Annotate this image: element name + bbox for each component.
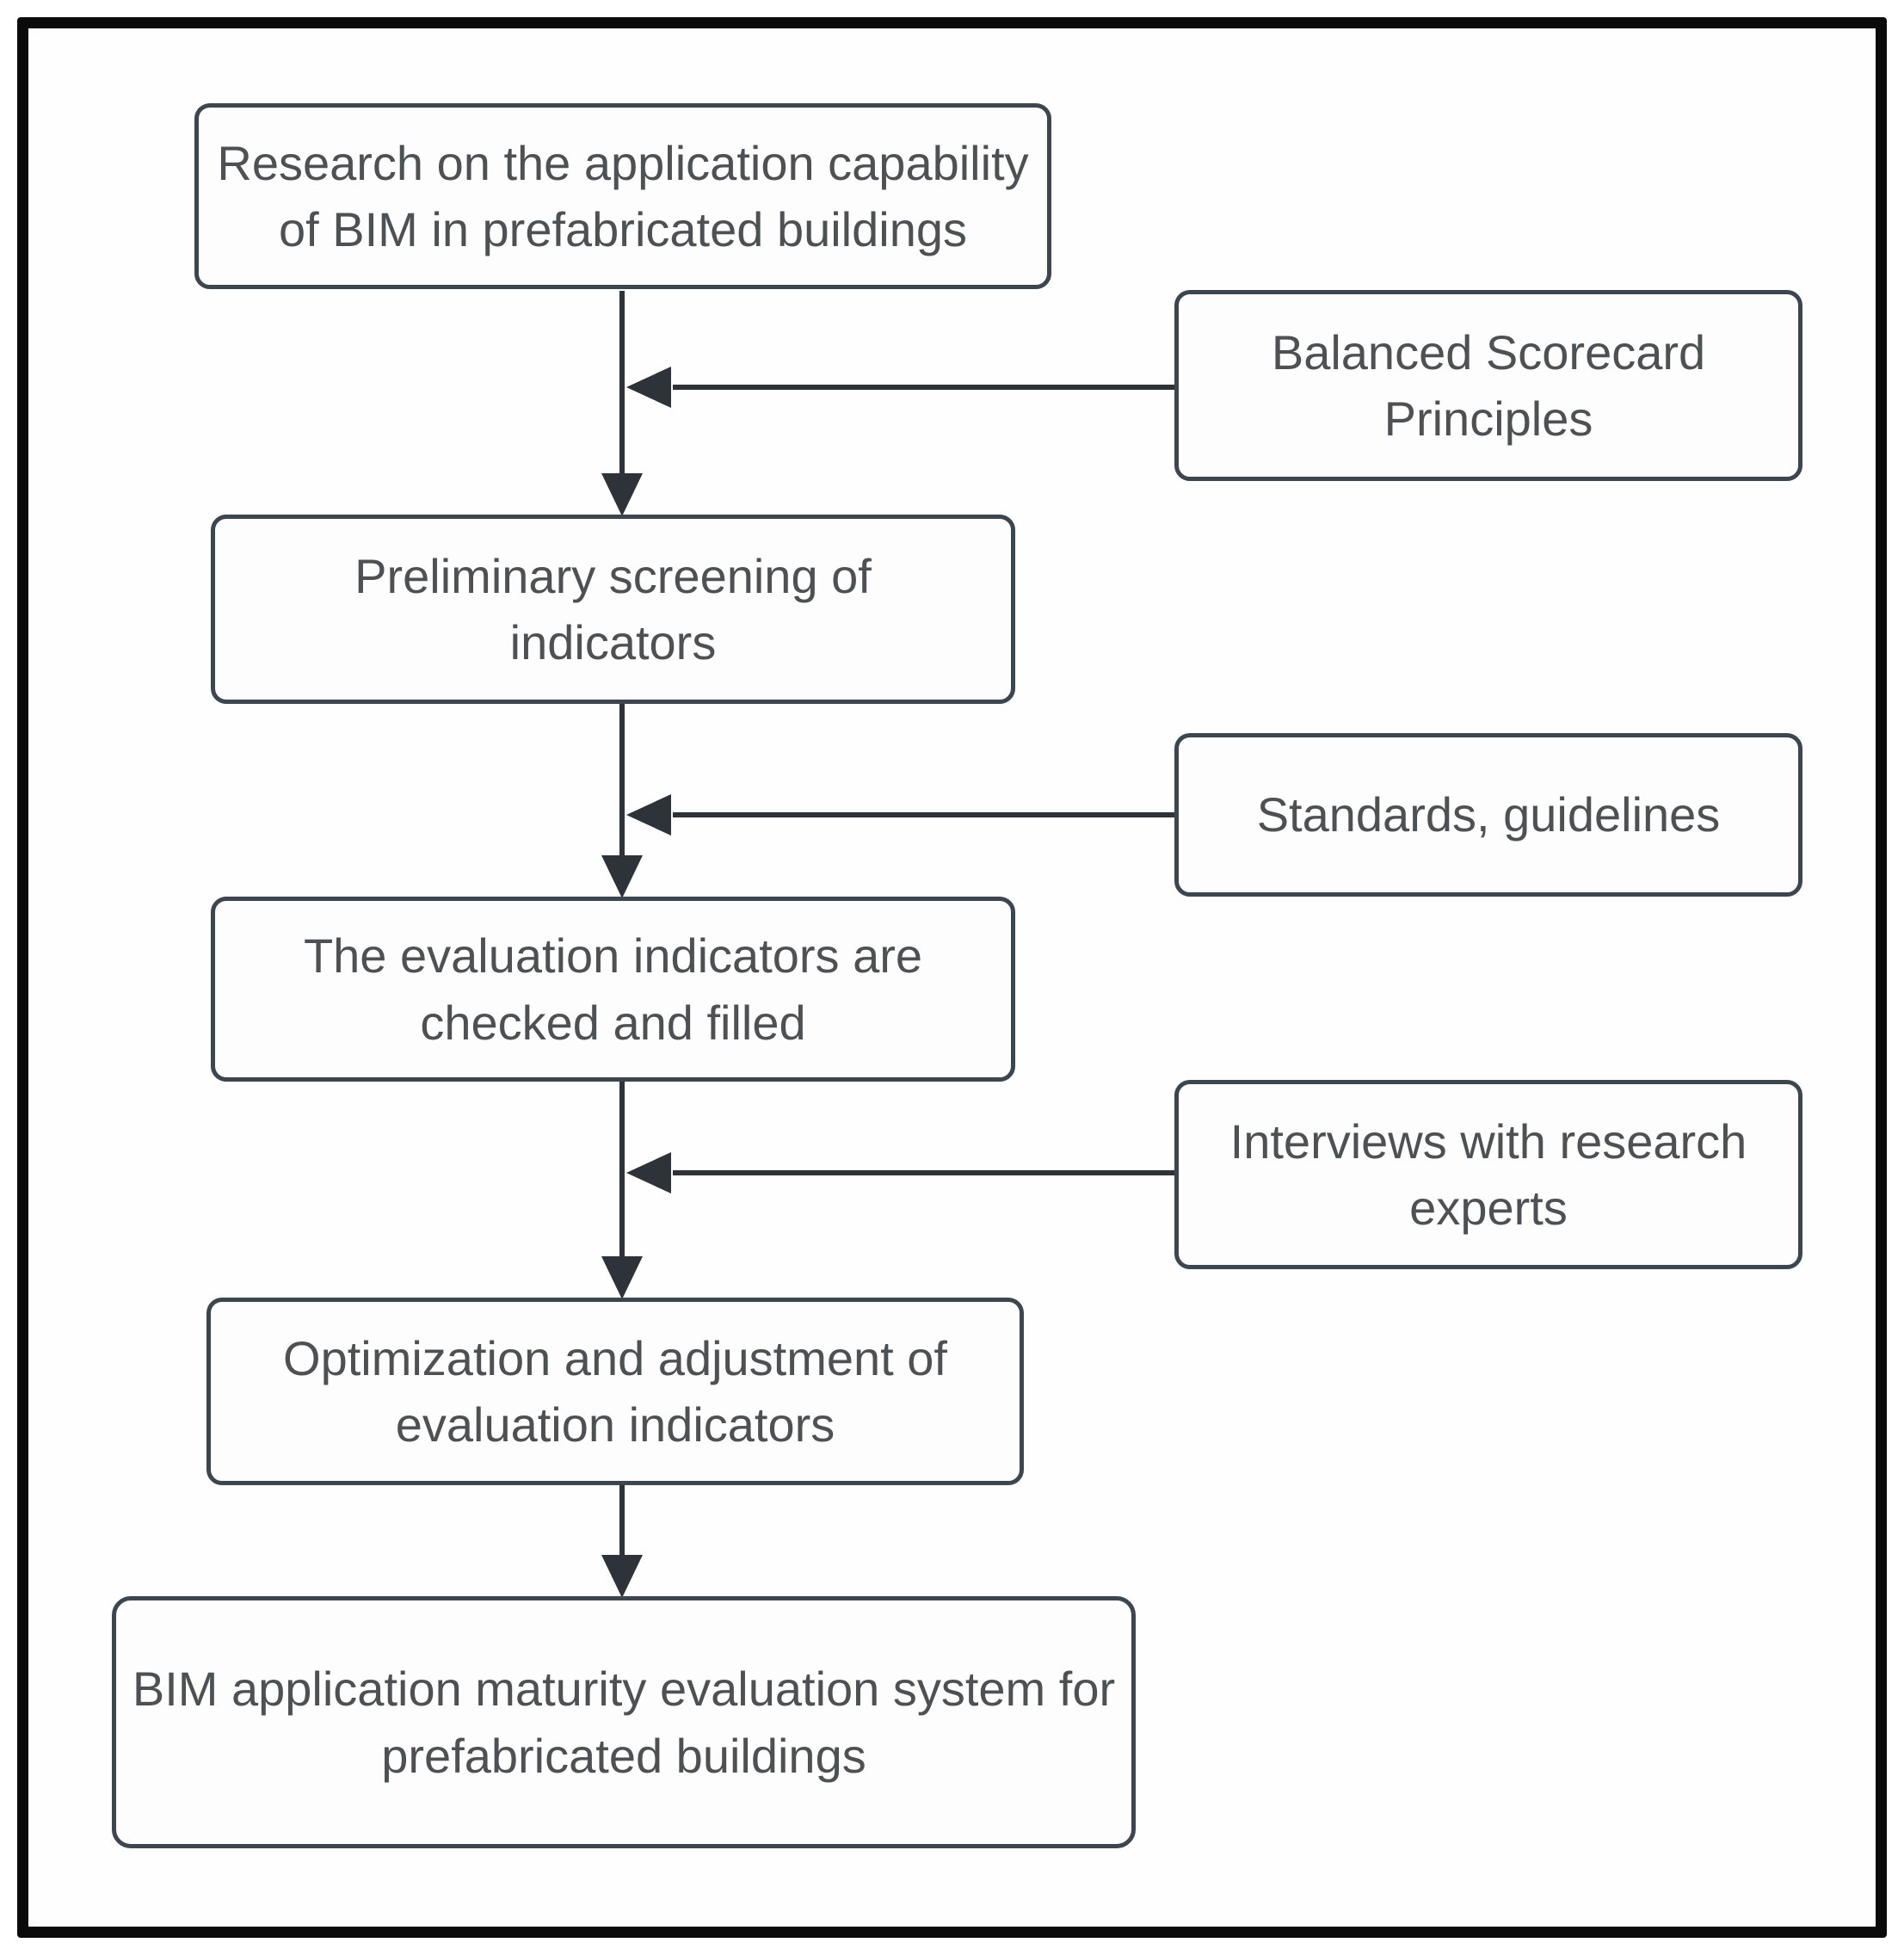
input-box-expert-interviews: Interviews with research experts: [1174, 1080, 1802, 1269]
arrow-research-to-screening: [601, 291, 643, 516]
flow-box-maturity-system: BIM application maturity evaluation syst…: [112, 1596, 1136, 1848]
arrow-optimization-to-maturity: [601, 1483, 643, 1598]
flow-box-preliminary-screening-label: Preliminary screening of indicators: [354, 548, 872, 669]
input-box-balanced-scorecard-label: Balanced Scorecard Principles: [1271, 324, 1706, 446]
flow-box-indicators-checked-label: The evaluation indicators are checked an…: [303, 928, 923, 1050]
flow-box-maturity-system-label: BIM application maturity evaluation syst…: [132, 1662, 1116, 1783]
arrow-interviews-input: [626, 1152, 1177, 1193]
flow-box-preliminary-screening: Preliminary screening of indicators: [211, 515, 1015, 704]
flow-box-optimization-label: Optimization and adjustment of evaluatio…: [283, 1330, 947, 1452]
input-box-expert-interviews-label: Interviews with research experts: [1229, 1113, 1747, 1235]
flow-box-research-label: Research on the application capability o…: [217, 135, 1029, 256]
flow-box-indicators-checked: The evaluation indicators are checked an…: [211, 897, 1015, 1082]
flow-box-research: Research on the application capability o…: [194, 103, 1051, 289]
arrow-screening-to-checked: [601, 702, 643, 898]
flow-box-optimization: Optimization and adjustment of evaluatio…: [206, 1298, 1024, 1485]
input-box-standards-guidelines: Standards, guidelines: [1174, 733, 1802, 897]
input-box-standards-guidelines-label: Standards, guidelines: [1256, 787, 1721, 842]
arrow-balanced-scorecard-input: [626, 367, 1177, 408]
arrow-checked-to-optimization: [601, 1080, 643, 1299]
input-box-balanced-scorecard: Balanced Scorecard Principles: [1174, 290, 1802, 481]
arrow-standards-input: [626, 794, 1177, 836]
